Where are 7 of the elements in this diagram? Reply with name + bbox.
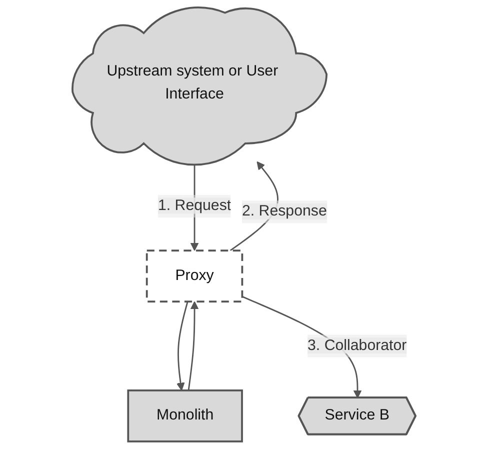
edge-label: 1. Request — [158, 198, 232, 214]
edge-label: 2. Response — [242, 203, 327, 220]
node-box: Monolith — [127, 389, 243, 442]
arrow — [188, 301, 199, 390]
node-box: Proxy — [146, 250, 244, 303]
edge-label: 3. Collaborator — [308, 338, 407, 354]
arrow — [176, 301, 188, 391]
